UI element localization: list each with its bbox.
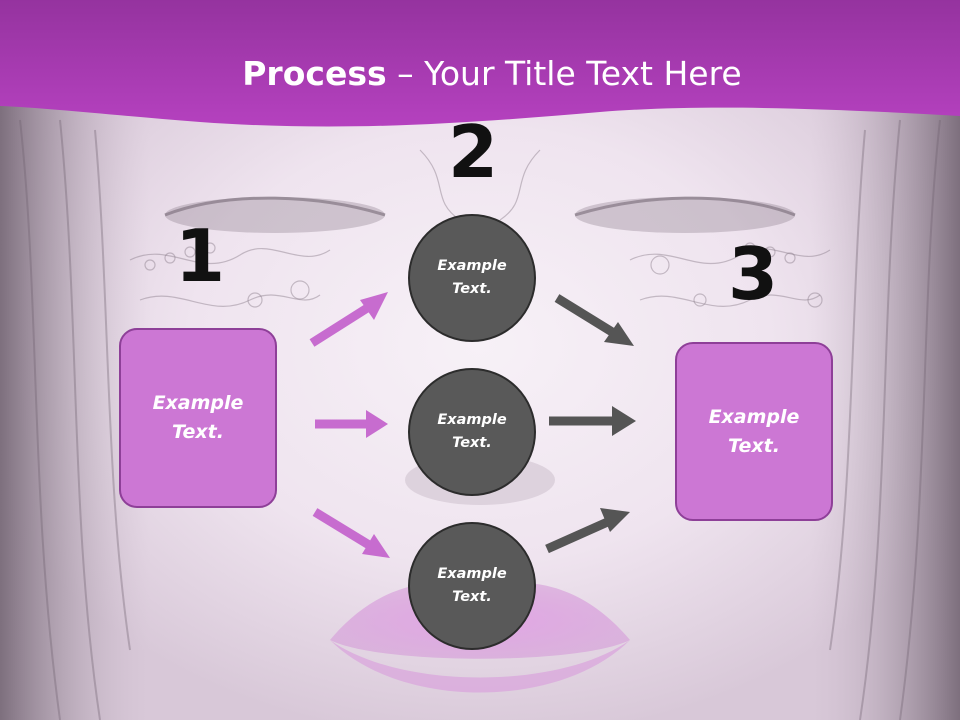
header-band xyxy=(0,0,960,127)
title-bold: Process xyxy=(242,54,387,93)
arrow-left-up xyxy=(309,292,388,347)
circle-bottom: Example Text. xyxy=(408,522,536,650)
left-box-label: Example Text. xyxy=(152,392,244,443)
slide-title: Process – Your Title Text Here xyxy=(0,52,960,96)
right-box: Example Text. xyxy=(675,342,833,521)
circle-top: Example Text. xyxy=(408,214,536,342)
arrow-right-middle xyxy=(549,406,636,436)
left-box: Example Text. xyxy=(119,328,277,508)
arrow-right-up xyxy=(545,508,630,554)
title-rest: – Your Title Text Here xyxy=(386,54,742,93)
arrow-right-down xyxy=(554,294,634,346)
step-number-1: 1 xyxy=(174,214,226,298)
right-box-label: Example Text. xyxy=(708,405,800,457)
circle-middle: Example Text. xyxy=(408,368,536,496)
step-number-3: 3 xyxy=(727,232,779,316)
step-number-2: 2 xyxy=(447,110,499,194)
arrow-left-middle xyxy=(315,410,388,438)
arrow-left-down xyxy=(312,508,390,558)
